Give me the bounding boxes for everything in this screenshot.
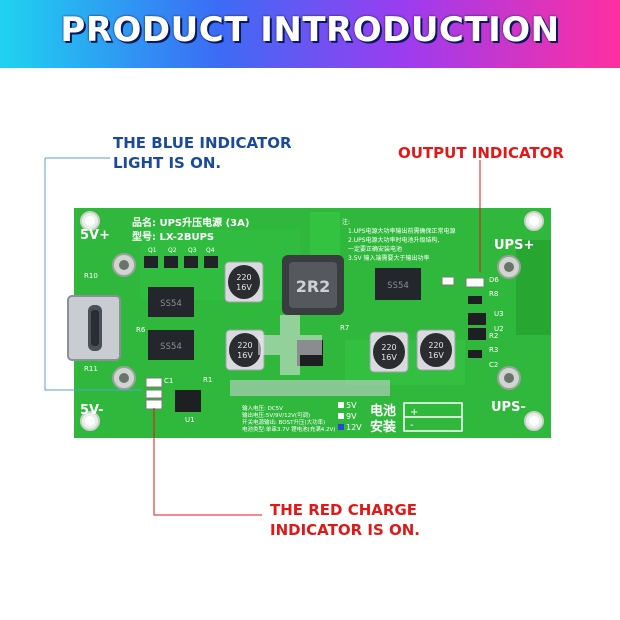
svg-text:R8: R8	[489, 290, 498, 298]
svg-text:16V: 16V	[236, 283, 252, 292]
blue-indicator-callout: THE BLUE INDICATOR LIGHT IS ON.	[113, 133, 303, 173]
pin-ups-plus: UPS+	[494, 238, 534, 253]
svg-text:R1: R1	[203, 376, 212, 384]
svg-text:2.UPS电源大功率时电池升级结构,: 2.UPS电源大功率时电池升级结构,	[348, 236, 440, 244]
svg-text:16V: 16V	[237, 351, 253, 360]
banner-title: PRODUCT INTRODUCTION	[60, 10, 560, 50]
svg-text:电池: 电池	[370, 403, 396, 419]
svg-text:9V: 9V	[346, 412, 357, 421]
board-title-2: 型号: LX-2BUPS	[132, 230, 214, 243]
svg-text:16V: 16V	[381, 353, 397, 362]
svg-text:R3: R3	[489, 346, 498, 354]
svg-text:输入电压: DC5V: 输入电压: DC5V	[242, 404, 283, 412]
svg-text:Q4: Q4	[206, 247, 215, 254]
ss54-chips: SS54 SS54 SS54	[148, 268, 421, 360]
inductor-2r2: 2R2	[282, 255, 344, 315]
indicator-leds	[145, 276, 485, 410]
pin-5v-minus: 5V-	[80, 403, 104, 418]
svg-text:12V: 12V	[346, 423, 362, 432]
svg-text:220: 220	[237, 341, 252, 350]
svg-text:U3: U3	[494, 310, 504, 318]
charge-callout-line-2: INDICATOR IS ON.	[270, 521, 420, 539]
callout-lines	[44, 157, 481, 516]
output-indicator-callout: OUTPUT INDICATOR	[398, 144, 564, 162]
svg-text:5V: 5V	[346, 401, 357, 410]
svg-text:R11: R11	[84, 365, 98, 373]
output-led	[465, 277, 485, 288]
ss54-label-3: SS54	[387, 281, 409, 291]
svg-text:3.5V 输入端需要大于输出功率: 3.5V 输入端需要大于输出功率	[348, 254, 430, 262]
usb-c-connector	[67, 295, 121, 361]
svg-text:220: 220	[381, 343, 396, 352]
svg-text:电池类型:单串3.7V 锂电池(充满4.2V): 电池类型:单串3.7V 锂电池(充满4.2V)	[242, 425, 335, 433]
voltage-selector: 5V 9V 12V	[338, 401, 362, 432]
svg-text:一定要正确安装电池: 一定要正确安装电池	[348, 245, 402, 253]
blue-led	[145, 377, 163, 388]
pcb-tab	[516, 240, 551, 335]
svg-text:注:: 注:	[342, 218, 350, 226]
svg-text:U1: U1	[185, 416, 195, 424]
ss54-label-1: SS54	[160, 299, 182, 309]
svg-text:R2: R2	[489, 332, 498, 340]
svg-text:Q2: Q2	[168, 247, 177, 254]
silkscreen: 品名: UPS升压电源 (3A) 型号: LX-2BUPS 5V+ 5V- UP…	[80, 216, 534, 433]
svg-text:输出电压:5V/9V/12V(可调): 输出电压:5V/9V/12V(可调)	[242, 411, 310, 419]
svg-text:R7: R7	[340, 324, 349, 332]
svg-text:Q3: Q3	[188, 247, 197, 254]
pin-ups-minus: UPS-	[491, 400, 526, 415]
svg-text:Q1: Q1	[148, 247, 157, 254]
svg-text:220: 220	[428, 341, 443, 350]
svg-text:C2: C2	[489, 361, 498, 369]
charge-callout-line-1: THE RED CHARGE	[270, 501, 418, 519]
charge-indicator-callout: THE RED CHARGE INDICATOR IS ON.	[270, 500, 470, 540]
transistors-q1-q4	[144, 256, 218, 268]
blue-callout-line-2: LIGHT IS ON.	[113, 154, 222, 172]
battery-install-area: 电池 安装 + -	[370, 402, 463, 435]
svg-text:D6: D6	[489, 276, 499, 284]
ss54-label-2: SS54	[160, 342, 182, 352]
board-title-1: 品名: UPS升压电源 (3A)	[132, 216, 249, 229]
svg-text:220: 220	[236, 273, 251, 282]
reflection-cross	[230, 315, 390, 396]
svg-text:-: -	[410, 420, 414, 431]
svg-text:C1: C1	[164, 377, 173, 385]
svg-text:安装: 安装	[370, 419, 396, 435]
svg-text:R6: R6	[136, 326, 146, 334]
svg-text:U2: U2	[494, 325, 504, 333]
capacitors: 220 16V 220 16V 220 16V 220 16V	[224, 261, 456, 373]
svg-text:1.UPS电源大功率输出前需确保正常电源: 1.UPS电源大功率输出前需确保正常电源	[348, 227, 456, 235]
pin-5v-plus: 5V+	[80, 228, 110, 243]
svg-text:R10: R10	[84, 272, 98, 280]
blue-callout-line-1: THE BLUE INDICATOR	[113, 134, 292, 152]
svg-text:开关电源输出: BOST升压(大功率): 开关电源输出: BOST升压(大功率)	[242, 418, 325, 426]
solder-pads	[112, 253, 521, 390]
mounting-holes	[80, 211, 544, 431]
inductor-label: 2R2	[296, 277, 331, 296]
red-led	[145, 399, 163, 410]
svg-text:16V: 16V	[428, 351, 444, 360]
title-banner: PRODUCT INTRODUCTION	[0, 0, 620, 68]
svg-text:+: +	[410, 407, 418, 418]
